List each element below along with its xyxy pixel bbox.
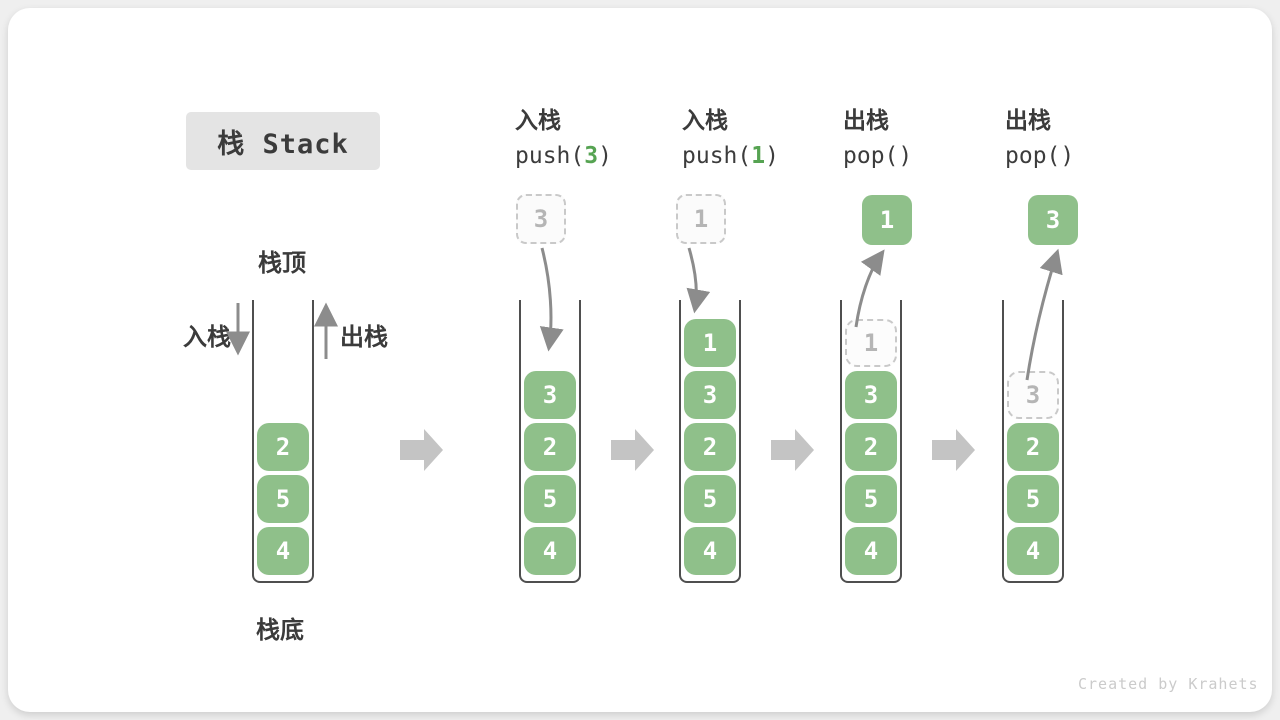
stack-bottom-label: 栈底 <box>256 616 304 644</box>
stack-item: 2 <box>1007 423 1059 471</box>
diagram-title: 栈 Stack <box>186 112 380 170</box>
step-arrow-icon <box>400 429 443 471</box>
stack-item: 2 <box>845 423 897 471</box>
step-arrow-icon <box>932 429 975 471</box>
stack-item-ghost: 3 <box>1007 371 1059 419</box>
column-header-push-1: 入栈 push(1) <box>682 104 779 174</box>
stack-item: 5 <box>1007 475 1059 523</box>
stack-item: 5 <box>684 475 736 523</box>
stack-item: 5 <box>845 475 897 523</box>
pop-direction-label: 出栈 <box>340 323 388 351</box>
op-code: pop() <box>843 143 913 169</box>
op-code: push(3) <box>515 143 612 169</box>
op-label: 入栈 <box>515 108 561 134</box>
stack-top-label: 栈顶 <box>258 249 306 277</box>
stack-item: 1 <box>684 319 736 367</box>
stack-item: 4 <box>257 527 309 575</box>
stack-item: 4 <box>1007 527 1059 575</box>
floating-value-push-3: 3 <box>516 194 566 244</box>
stack-item: 4 <box>524 527 576 575</box>
stack-item-ghost: 1 <box>845 319 897 367</box>
op-code: pop() <box>1005 143 1075 169</box>
step-arrow-icon <box>611 429 654 471</box>
op-label: 入栈 <box>682 108 728 134</box>
column-header-push-3: 入栈 push(3) <box>515 104 612 174</box>
stack-item: 2 <box>524 423 576 471</box>
stack-item: 5 <box>524 475 576 523</box>
stack-item: 4 <box>684 527 736 575</box>
stack-item: 2 <box>257 423 309 471</box>
stack-item: 5 <box>257 475 309 523</box>
step-arrow-icon <box>771 429 814 471</box>
push-direction-label: 入栈 <box>183 323 231 351</box>
stack-item: 4 <box>845 527 897 575</box>
column-header-pop-1: 出栈 pop() <box>843 104 912 174</box>
op-code: push(1) <box>682 143 779 169</box>
stack-item: 3 <box>524 371 576 419</box>
op-label: 出栈 <box>843 108 889 134</box>
floating-value-push-1: 1 <box>676 194 726 244</box>
op-label: 出栈 <box>1005 108 1051 134</box>
stack-item: 3 <box>684 371 736 419</box>
column-header-pop-3: 出栈 pop() <box>1005 104 1074 174</box>
floating-value-pop-3: 3 <box>1028 195 1078 245</box>
floating-value-pop-1: 1 <box>862 195 912 245</box>
credit-text: Created by Krahets <box>1078 675 1259 693</box>
stack-item: 3 <box>845 371 897 419</box>
stack-item: 2 <box>684 423 736 471</box>
